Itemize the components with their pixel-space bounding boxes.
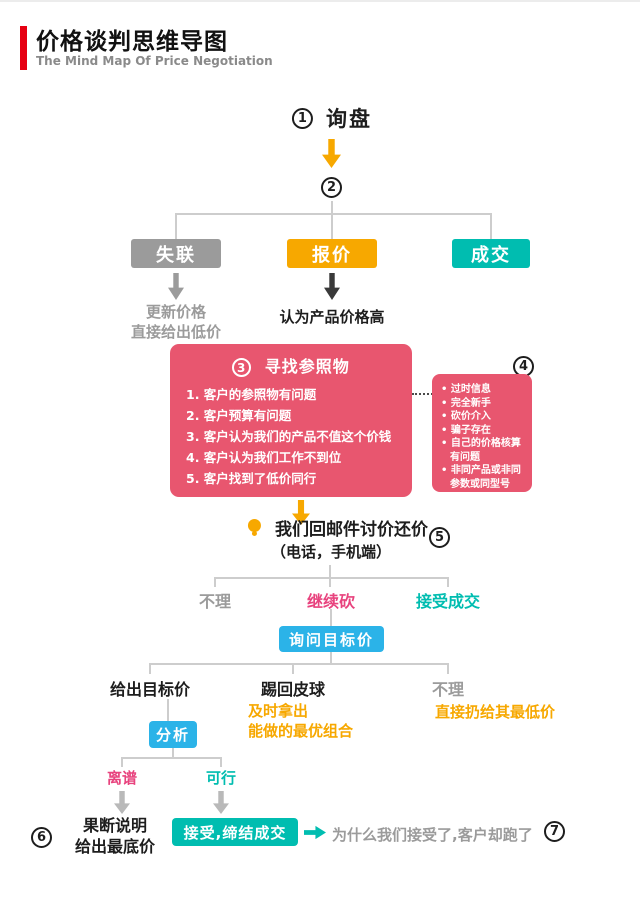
connector-line: [121, 757, 222, 759]
down-arrow-icon: [324, 273, 340, 300]
node-deal: 成交: [452, 239, 530, 268]
connector-line: [167, 699, 169, 721]
reference-title: 3 寻找参照物: [170, 353, 412, 377]
kick-ball-note: 及时拿出 能做的最优组合: [248, 702, 354, 741]
down-arrow-icon: [213, 791, 229, 814]
response-ignore-2: 不理: [431, 680, 465, 699]
dotted-connector: [412, 393, 433, 395]
cause-item: 完全新手: [441, 397, 528, 411]
reply-line2: （电话，手机端）: [270, 543, 392, 561]
connector-line: [149, 664, 151, 674]
title-accent-bar: [20, 26, 27, 70]
node-lost-contact: 失联: [131, 239, 221, 268]
step-1-badge: 1: [291, 107, 313, 129]
connector-line: [447, 578, 449, 587]
connector-line: [490, 214, 492, 239]
cause-item: 过时信息: [441, 383, 528, 397]
connector-line: [330, 652, 332, 663]
connector-line: [292, 664, 294, 674]
connector-line: [172, 748, 174, 757]
connector-line: [331, 214, 333, 239]
connector-line: [329, 565, 331, 577]
step-5-badge: 5: [429, 527, 450, 548]
lightbulb-icon: [247, 519, 261, 532]
node-find-reference: 3 寻找参照物 1. 客户的参照物有问题 2. 客户预算有问题 3. 客户认为我…: [170, 344, 412, 497]
step-7-badge: 7: [544, 821, 565, 842]
connector-line: [214, 578, 216, 587]
page-top-edge: [0, 0, 640, 2]
quote-note: 认为产品价格高: [279, 308, 385, 326]
connector-line: [331, 201, 333, 213]
connector-line: [214, 577, 449, 579]
connector-line: [121, 758, 123, 767]
response-kick-ball: 踢回皮球: [260, 680, 326, 699]
node-reply-bargain: 我们回邮件讨价还价: [247, 515, 429, 540]
reference-item: 5. 客户找到了低价同行: [186, 471, 317, 486]
down-arrow-icon: [168, 273, 184, 300]
option-keep-bargaining: 继续砍: [306, 592, 356, 611]
option-ignore-1: 不理: [198, 592, 232, 611]
step-2-badge: 2: [321, 177, 342, 198]
reference-item: 4. 客户认为我们工作不到位: [186, 450, 342, 465]
node-inquiry: 1 询盘: [291, 103, 373, 133]
connector-line: [175, 213, 492, 215]
connector-line: [447, 664, 449, 674]
connector-line: [220, 758, 222, 767]
step-3-badge: 3: [232, 358, 252, 377]
closing-question: 为什么我们接受了,客户却跑了: [332, 826, 533, 844]
connector-line: [330, 609, 332, 626]
connector-line: [329, 578, 331, 587]
cause-item: 骗子存在: [441, 424, 528, 438]
final-lowest-price: 果断说明 给出最底价: [74, 816, 156, 856]
down-arrow-icon: [322, 139, 341, 168]
reply-line1: 我们回邮件讨价还价: [275, 520, 429, 540]
reference-list: 1. 客户的参照物有问题 2. 客户预算有问题 3. 客户认为我们的产品不值这个…: [170, 377, 412, 489]
reference-title-text: 寻找参照物: [264, 357, 350, 376]
step-6-badge: 6: [31, 827, 52, 848]
reference-item: 1. 客户的参照物有问题: [186, 387, 317, 402]
response-give-target: 给出目标价: [109, 680, 191, 699]
connector-line: [149, 663, 449, 665]
cause-item: 自己的价格核算有问题: [441, 437, 528, 464]
connector-line: [175, 214, 177, 239]
node-accept-close-deal: 接受,缔结成交: [172, 818, 298, 846]
page-title: 价格谈判思维导图: [36, 29, 228, 55]
verdict-absurd: 离谱: [106, 769, 138, 787]
reference-item: 2. 客户预算有问题: [186, 408, 292, 423]
down-arrow-icon: [114, 791, 130, 814]
node-reference-causes: 过时信息 完全新手 砍价介入 骗子存在 自己的价格核算有问题 非同产品或非同参数…: [432, 374, 532, 492]
right-arrow-icon: [304, 825, 326, 840]
page-subtitle: The Mind Map Of Price Negotiation: [36, 54, 273, 68]
node-quote: 报价: [287, 239, 377, 268]
lost-contact-note: 更新价格 直接给出低价: [130, 303, 222, 341]
ignore-note: 直接扔给其最低价: [435, 703, 556, 721]
node-inquiry-label: 询盘: [326, 107, 373, 131]
verdict-feasible: 可行: [205, 769, 237, 787]
node-ask-target-price: 询问目标价: [279, 626, 384, 652]
node-analyze: 分析: [149, 721, 197, 748]
reference-item: 3. 客户认为我们的产品不值这个价钱: [186, 429, 392, 444]
option-accept-deal: 接受成交: [415, 592, 481, 611]
cause-item: 非同产品或非同参数或同型号: [441, 464, 528, 491]
cause-item: 砍价介入: [441, 410, 528, 424]
